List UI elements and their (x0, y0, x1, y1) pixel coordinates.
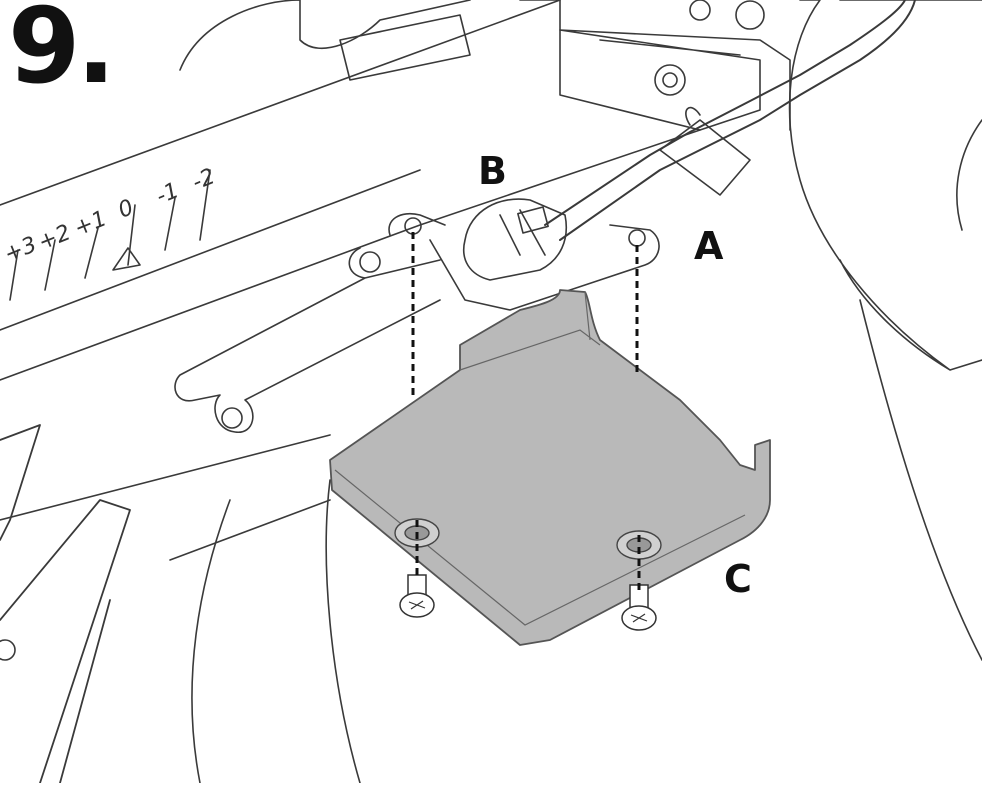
hex-bolt-inner (662, 72, 678, 88)
step-number: 9. (8, 0, 116, 107)
bolt-top-right-a (735, 0, 765, 30)
mounting-plate (388, 213, 660, 311)
right-body (788, 0, 982, 371)
connector-latch (517, 206, 549, 234)
scale-tick-label: -2 (189, 164, 219, 195)
machine-beam (0, 0, 701, 381)
callout-label-c: C (724, 557, 752, 601)
alignment-lines (411, 232, 641, 592)
cable (544, 0, 916, 241)
scale-lines (9, 169, 211, 301)
connector-b (463, 198, 567, 281)
housing-box (559, 29, 761, 131)
lower-body-curve (191, 479, 361, 784)
upper-housing (179, 0, 791, 131)
right-lower-body (859, 299, 982, 661)
scale-pointer (112, 247, 141, 271)
left-rail (0, 424, 131, 784)
scale-tick-label: +2 (35, 220, 74, 255)
beam-lower-edge (0, 434, 331, 561)
slot-bolt-upper (359, 251, 381, 273)
hex-bolt (654, 64, 686, 96)
cable-clip (659, 119, 751, 196)
bolt-top-right-b (689, 0, 711, 21)
cable-grommet (685, 106, 701, 126)
scale-tick-label: +3 (1, 232, 40, 267)
plate-hole-right (628, 229, 646, 247)
scale-tick-label: +1 (71, 206, 110, 241)
screws (399, 574, 657, 631)
scale-tick-label: -1 (153, 178, 183, 209)
cover-plate-edge (334, 291, 746, 626)
cover-plate-c (329, 289, 771, 646)
rail-bolt (0, 639, 16, 661)
callout-label-a: A (694, 224, 724, 268)
callout-label-b: B (478, 149, 507, 193)
slot-bolt-lower (221, 407, 243, 429)
housing-bracket (339, 14, 471, 81)
slot-tab (174, 247, 441, 433)
